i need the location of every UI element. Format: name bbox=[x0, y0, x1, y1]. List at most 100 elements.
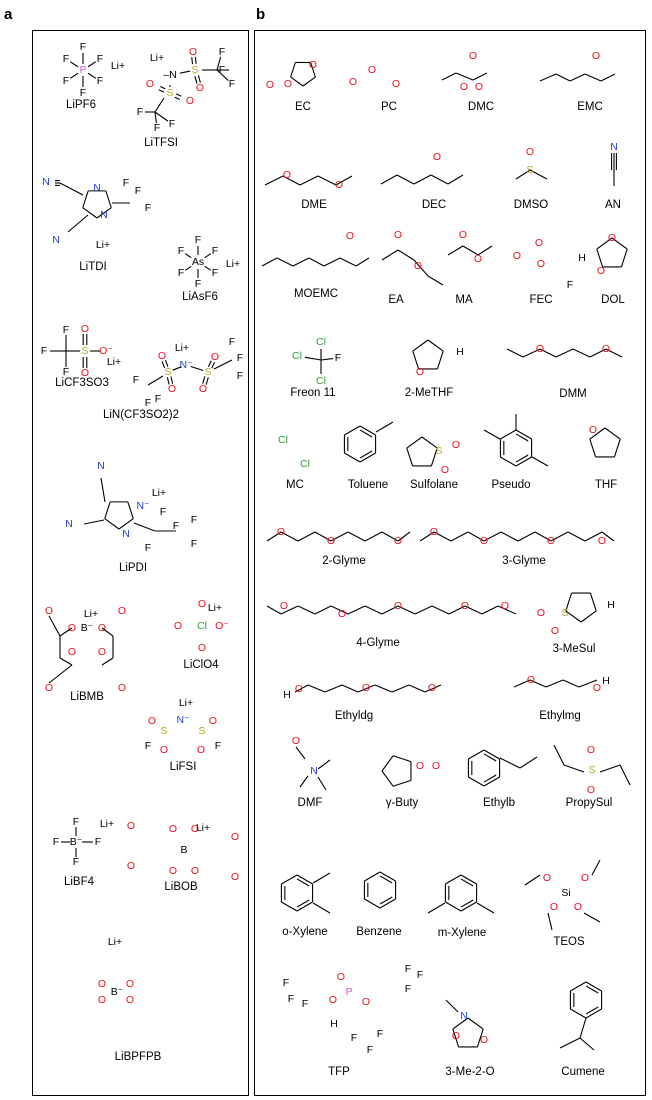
atom-symbol: O bbox=[547, 535, 555, 547]
atom-symbol: O bbox=[295, 683, 303, 695]
lithium-ion: Li+ bbox=[107, 356, 121, 368]
atom-symbol: F bbox=[41, 345, 47, 357]
atom-symbol: Cl bbox=[278, 434, 288, 446]
atom-symbol: O bbox=[589, 424, 597, 436]
atom-symbol: –N bbox=[163, 69, 176, 81]
molecule-label-litdi: LiTDI bbox=[79, 261, 106, 273]
atom-symbol: O bbox=[527, 674, 535, 686]
atom-symbol: F bbox=[160, 506, 166, 518]
atom-symbol: N bbox=[42, 176, 50, 188]
molecule-pseudo: Pseudo bbox=[483, 414, 549, 491]
atom-symbol: N bbox=[310, 765, 318, 777]
atom-symbol: N bbox=[52, 234, 60, 246]
atom-symbol: O bbox=[45, 605, 53, 617]
atom-symbol: O bbox=[148, 715, 156, 727]
molecule-label-pc: PC bbox=[381, 101, 397, 113]
atom-symbol: S bbox=[561, 607, 568, 619]
atom-symbol: F bbox=[212, 245, 218, 257]
lithium-ion: Li+ bbox=[150, 52, 164, 64]
atom-symbol: O bbox=[68, 646, 76, 658]
atom-symbol: O bbox=[394, 535, 402, 547]
lithium-ion: Li+ bbox=[152, 487, 166, 499]
molecule-label-cumene: Cumene bbox=[561, 1066, 604, 1078]
lithium-ion: Li+ bbox=[179, 697, 193, 709]
atom-symbol: Cl bbox=[292, 350, 302, 362]
atom-symbol: Cl bbox=[316, 336, 326, 348]
atom-symbol: B⁻ bbox=[70, 836, 83, 848]
atom-symbol: N⁻ bbox=[176, 714, 189, 726]
atom-symbol: F bbox=[155, 393, 161, 405]
atom-symbol: Cl bbox=[300, 458, 310, 470]
molecule-label-mc: MC bbox=[286, 479, 304, 491]
atom-symbol: P bbox=[79, 64, 86, 76]
atom-symbol: H bbox=[578, 252, 586, 264]
atom-symbol: O bbox=[461, 600, 469, 612]
atom-symbol: O bbox=[362, 682, 370, 694]
lithium-ion: Li+ bbox=[84, 608, 98, 620]
molecule-label-ethyldg: Ethyldg bbox=[335, 710, 373, 722]
atom-symbol: F bbox=[191, 538, 197, 550]
atom-symbol: N bbox=[122, 528, 130, 540]
atom-symbol: S bbox=[204, 366, 211, 378]
molecule-label-dmf: DMF bbox=[298, 797, 323, 809]
atom-symbol: O bbox=[283, 169, 291, 181]
atom-symbol: O bbox=[432, 760, 440, 772]
atom-symbol: O bbox=[329, 994, 337, 1006]
atom-symbol: S bbox=[588, 764, 595, 776]
atom-symbol: O bbox=[189, 46, 197, 58]
atom-symbol: O bbox=[452, 439, 460, 451]
atom-symbol: F bbox=[145, 542, 151, 554]
lithium-ion: Li+ bbox=[96, 239, 110, 251]
atom-symbol: F bbox=[73, 816, 79, 828]
atom-symbol: O bbox=[513, 250, 521, 262]
atom-symbol: O bbox=[537, 258, 545, 270]
atom-symbol: O bbox=[394, 229, 402, 241]
atom-symbol: O bbox=[196, 82, 204, 94]
atom-symbol: S bbox=[526, 164, 533, 176]
atom-symbol: F bbox=[97, 75, 103, 87]
atom-symbol: F bbox=[178, 245, 184, 257]
panel-b-frame bbox=[254, 30, 646, 1096]
atom-symbol: F bbox=[335, 352, 341, 364]
lithium-ion: Li+ bbox=[196, 822, 210, 834]
atom-symbol: O bbox=[337, 971, 345, 983]
atom-symbol: O bbox=[598, 535, 606, 547]
atom-symbol: O bbox=[459, 229, 467, 241]
atom-symbol: O bbox=[543, 872, 551, 884]
atom-symbol: F bbox=[302, 998, 308, 1010]
atom-symbol: O bbox=[433, 151, 441, 163]
atom-symbol: N bbox=[100, 209, 108, 221]
atom-symbol: O bbox=[338, 608, 346, 620]
molecule-emc: OEMC bbox=[539, 50, 616, 113]
molecule-label-dol: DOL bbox=[601, 294, 625, 306]
atom-symbol: F bbox=[351, 1032, 357, 1044]
atom-symbol: O bbox=[199, 383, 207, 395]
atom-symbol: B⁻ bbox=[111, 986, 124, 998]
atom-symbol: O bbox=[526, 146, 534, 158]
molecule-label-sulfolane: Sulfolane bbox=[410, 479, 458, 491]
molecule-label-ea: EA bbox=[388, 294, 404, 306]
atom-symbol: N bbox=[65, 518, 73, 530]
atom-symbol: O⁻ bbox=[215, 620, 229, 632]
atom-symbol: O bbox=[430, 526, 438, 538]
atom-symbol: O bbox=[501, 600, 509, 612]
atom-symbol: O bbox=[169, 823, 177, 835]
atom-symbol: F bbox=[73, 856, 79, 868]
molecule-label-lipf6: LiPF6 bbox=[66, 99, 96, 111]
atom-symbol: S bbox=[81, 345, 88, 357]
atom-symbol: O bbox=[309, 59, 317, 71]
